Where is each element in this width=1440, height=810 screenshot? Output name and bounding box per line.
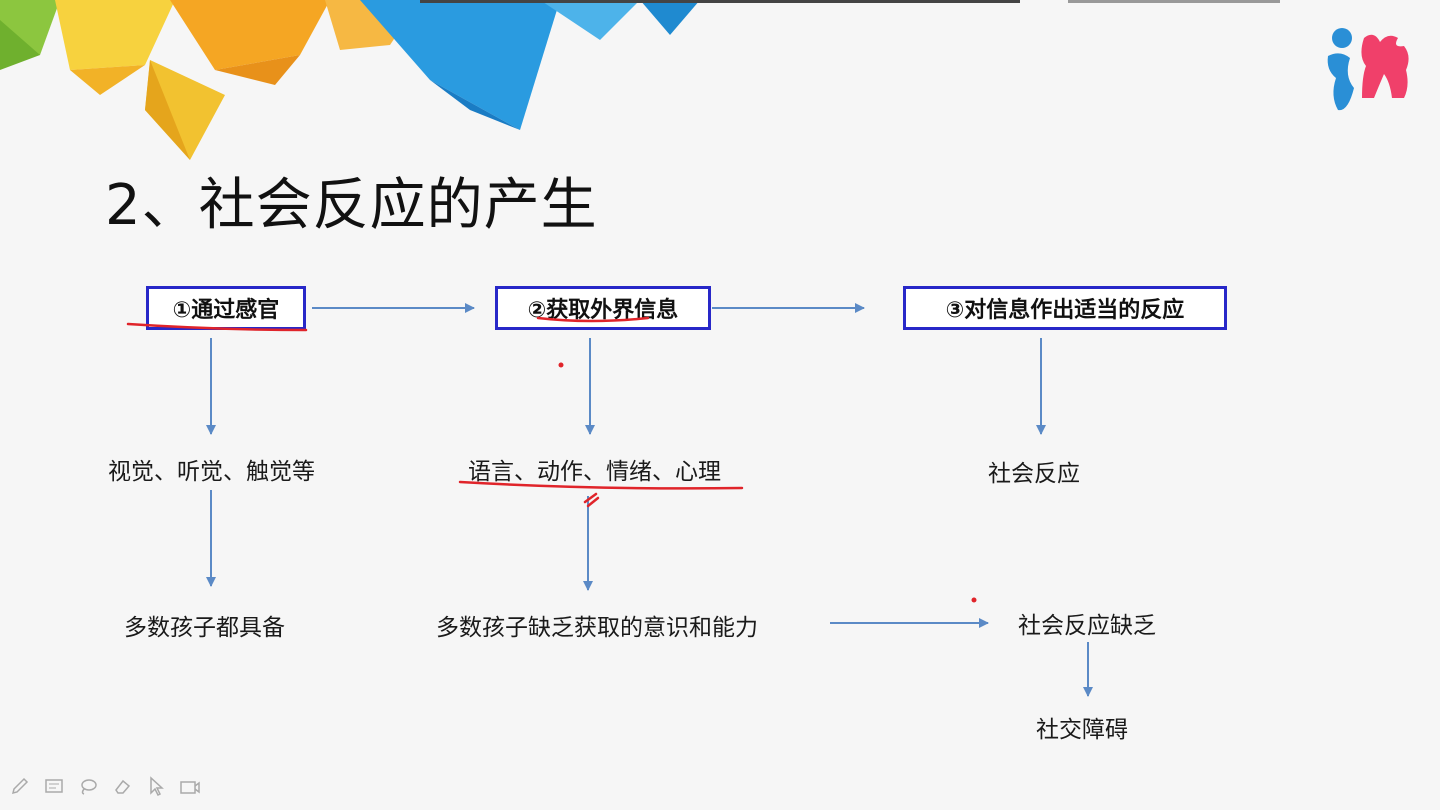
underline-info-types bbox=[458, 480, 744, 490]
annotation-mark bbox=[583, 492, 600, 508]
pen-icon[interactable] bbox=[8, 774, 32, 798]
annotation-toolbar bbox=[8, 774, 202, 798]
node-social-reaction: 社会反应 bbox=[988, 461, 1080, 487]
node-senses: 视觉、听觉、触觉等 bbox=[108, 459, 315, 485]
node-most-lack: 多数孩子缺乏获取的意识和能力 bbox=[436, 615, 758, 641]
node-most-have: 多数孩子都具备 bbox=[124, 615, 285, 641]
underline-acquire bbox=[536, 316, 650, 323]
eraser-icon[interactable] bbox=[110, 774, 134, 798]
annotation-dot bbox=[558, 362, 564, 368]
step-box-respond: ③对信息作出适当的反应 bbox=[903, 286, 1227, 330]
step-box-senses: ①通过感官 bbox=[146, 286, 306, 330]
pointer-icon[interactable] bbox=[144, 774, 168, 798]
red-annotations bbox=[126, 316, 744, 508]
top-bar-secondary bbox=[1068, 0, 1280, 3]
slide-title: 2、社会反应的产生 bbox=[105, 173, 598, 238]
lasso-icon[interactable] bbox=[76, 774, 100, 798]
top-bar bbox=[420, 0, 1020, 3]
node-reaction-lack: 社会反应缺乏 bbox=[1018, 613, 1156, 639]
node-social-disorder: 社交障碍 bbox=[1036, 717, 1128, 743]
step-label: ③对信息作出适当的反应 bbox=[945, 298, 1185, 323]
node-info-types: 语言、动作、情绪、心理 bbox=[468, 459, 721, 485]
underline-senses bbox=[126, 322, 308, 332]
whiteboard-icon[interactable] bbox=[42, 774, 66, 798]
camera-icon[interactable] bbox=[178, 774, 202, 798]
brand-logo bbox=[1327, 28, 1409, 111]
annotation-dot bbox=[971, 597, 977, 603]
step-label: ①通过感官 bbox=[172, 298, 280, 323]
